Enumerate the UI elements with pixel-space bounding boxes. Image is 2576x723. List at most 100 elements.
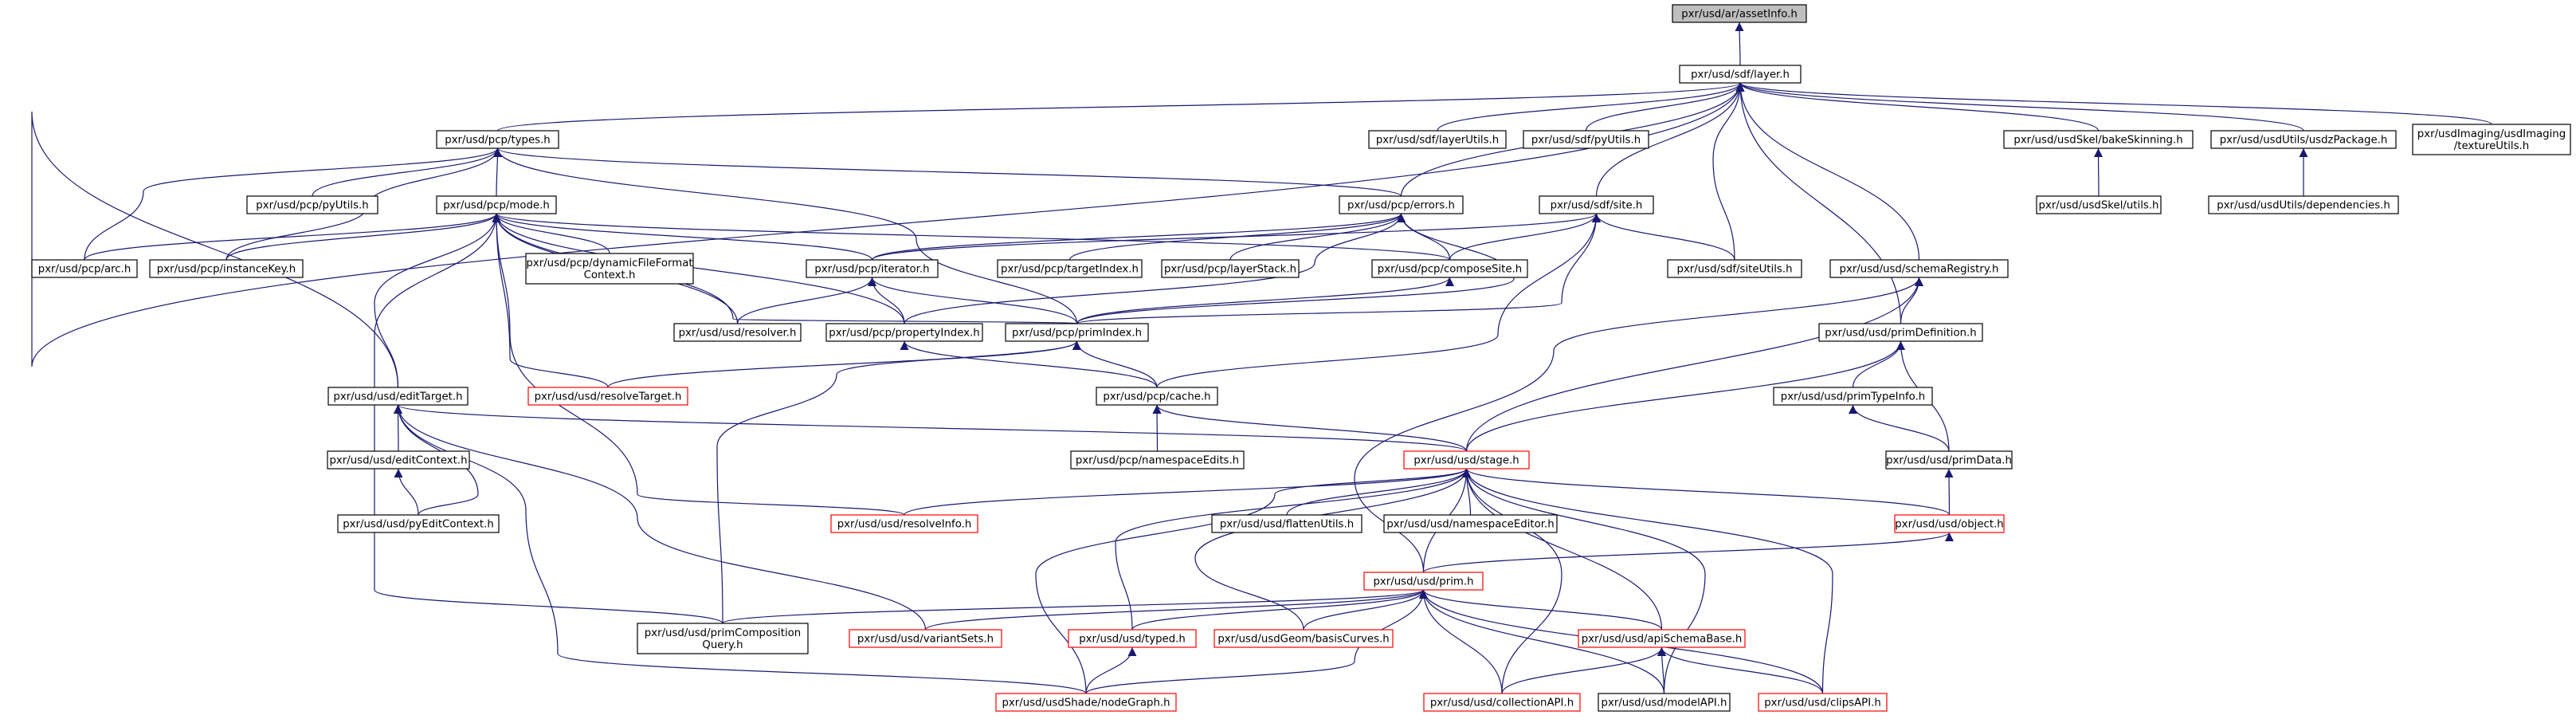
node-types[interactable]: pxr/usd/pcp/types.h bbox=[436, 130, 559, 149]
node-primIndex[interactable]: pxr/usd/pcp/primIndex.h bbox=[1005, 323, 1149, 342]
edge-basisCurves-to-prim bbox=[1303, 589, 1428, 631]
edge-stage-to-primDefinition bbox=[1465, 340, 1905, 452]
edge-cache-to-site bbox=[1156, 213, 1601, 388]
node-dependencies[interactable]: pxr/usd/usdUtils/dependencies.h bbox=[2208, 195, 2399, 214]
node-label: pxr/usd/usd/variantSets.h bbox=[857, 634, 994, 646]
node-box bbox=[1679, 65, 1802, 84]
edge-nodeGraph-to-editTarget bbox=[394, 404, 1087, 694]
node-bakeSkinning[interactable]: pxr/usd/usdSkel/bakeSkinning.h bbox=[2003, 130, 2194, 149]
node-label: pxr/usd/ar/assetInfo.h bbox=[1681, 9, 1798, 21]
edge-primIndex-to-composeSite bbox=[1076, 277, 1454, 324]
edge-cache-to-propertyIndex bbox=[900, 340, 1158, 388]
node-label: pxr/usd/usdSkel/utils.h bbox=[2039, 200, 2159, 212]
node-layer: pxr/usd/ar/assetInfo.h pxr/usd/sdf/layer.… bbox=[31, 4, 2571, 712]
node-resolveInfo[interactable]: pxr/usd/usd/resolveInfo.h bbox=[830, 514, 978, 533]
node-instanceKey[interactable]: pxr/usd/pcp/instanceKey.h bbox=[149, 259, 304, 278]
node-layer[interactable]: pxr/usd/sdf/layer.h bbox=[1679, 65, 1802, 84]
node-box bbox=[997, 259, 1143, 278]
node-stage[interactable]: pxr/usd/usd/stage.h bbox=[1403, 450, 1530, 470]
edge-pyEditContext-to-editContext bbox=[394, 468, 419, 516]
node-label: pxr/usd/usd/primData.h bbox=[1886, 455, 2012, 467]
node-primData[interactable]: pxr/usd/usd/primData.h bbox=[1885, 450, 2013, 470]
edge-namespaceEdits-to-cache bbox=[1152, 404, 1162, 452]
edge-layer-to-assetInfo bbox=[1735, 22, 1744, 66]
node-box bbox=[806, 259, 939, 278]
node-cache[interactable]: pxr/usd/pcp/cache.h bbox=[1096, 387, 1218, 406]
node-layerUtils[interactable]: pxr/usd/sdf/layerUtils.h bbox=[1368, 130, 1507, 149]
edge-composeSite-to-errors bbox=[1397, 213, 1451, 261]
node-schemaRegistry[interactable]: pxr/usd/usd/schemaRegistry.h bbox=[1829, 259, 2009, 278]
node-pyUtilsSdf[interactable]: pxr/usd/sdf/pyUtils.h bbox=[1523, 130, 1649, 149]
node-namespaceEditor[interactable]: pxr/usd/usd/namespaceEditor.h bbox=[1383, 514, 1558, 533]
node-primTypeInfo[interactable]: pxr/usd/usd/primTypeInfo.h bbox=[1773, 387, 1933, 406]
node-label: pxr/usd/usd/collectionAPI.h bbox=[1430, 697, 1574, 709]
node-iterator[interactable]: pxr/usd/pcp/iterator.h bbox=[806, 259, 939, 278]
node-layerStack[interactable]: pxr/usd/pcp/layerStack.h bbox=[1161, 259, 1300, 278]
node-namespaceEdits[interactable]: pxr/usd/pcp/namespaceEdits.h bbox=[1070, 450, 1245, 470]
node-targetIndex[interactable]: pxr/usd/pcp/targetIndex.h bbox=[997, 259, 1143, 278]
edge-flattenUtils-to-stage bbox=[1286, 468, 1471, 516]
edge-primComposition-to-primIndex bbox=[716, 340, 1081, 624]
node-box bbox=[1214, 629, 1394, 648]
edge-arc-to-types bbox=[84, 147, 502, 261]
node-flattenUtils[interactable]: pxr/usd/usd/flattenUtils.h bbox=[1211, 514, 1362, 533]
node-label: pxr/usd/pcp/arc.h bbox=[38, 264, 131, 276]
node-label: pxr/usd/usd/resolveInfo.h bbox=[837, 519, 972, 531]
edge-nodeGraph-to-prim bbox=[1085, 589, 1428, 694]
node-label: pxr/usd/pcp/errors.h bbox=[1347, 200, 1455, 212]
node-label: pxr/usd/usd/modelAPI.h bbox=[1602, 697, 1727, 709]
edge-composeSite-to-site bbox=[1449, 213, 1601, 261]
node-label: pxr/usd/pcp/mode.h bbox=[443, 200, 550, 212]
node-siteUtils[interactable]: pxr/usd/sdf/siteUtils.h bbox=[1667, 259, 1802, 278]
node-primDefinition[interactable]: pxr/usd/usd/primDefinition.h bbox=[1818, 323, 1983, 342]
node-typed[interactable]: pxr/usd/usd/typed.h bbox=[1068, 629, 1197, 648]
node-variantSets[interactable]: pxr/usd/usd/variantSets.h bbox=[849, 629, 1002, 648]
node-pyEditContext[interactable]: pxr/usd/usd/pyEditContext.h bbox=[337, 514, 500, 533]
node-collectionAPI[interactable]: pxr/usd/usd/collectionAPI.h bbox=[1423, 693, 1581, 712]
node-composeSite[interactable]: pxr/usd/pcp/composeSite.h bbox=[1371, 259, 1528, 278]
node-mode[interactable]: pxr/usd/pcp/mode.h bbox=[436, 195, 557, 214]
node-box bbox=[2003, 130, 2194, 149]
node-pyUtilsPcp[interactable]: pxr/usd/pcp/pyUtils.h bbox=[246, 195, 378, 214]
edge-site-to-layer bbox=[1595, 82, 1745, 197]
node-box bbox=[1523, 130, 1649, 149]
node-textureUtils[interactable]: pxr/usdImaging/usdImaging/textureUtils.h bbox=[2412, 124, 2571, 155]
node-editTarget[interactable]: pxr/usd/usd/editTarget.h bbox=[327, 387, 469, 406]
node-box bbox=[1096, 387, 1218, 406]
edge-iterator-to-mode bbox=[492, 213, 873, 261]
node-clipsAPI[interactable]: pxr/usd/usd/clipsAPI.h bbox=[1758, 693, 1888, 712]
node-skelUtils[interactable]: pxr/usd/usdSkel/utils.h bbox=[2036, 195, 2162, 214]
node-label: /textureUtils.h bbox=[2454, 140, 2529, 152]
node-resolveTarget[interactable]: pxr/usd/usd/resolveTarget.h bbox=[527, 387, 688, 406]
node-label: pxr/usd/usdUtils/usdzPackage.h bbox=[2220, 135, 2388, 147]
edge-primComposition-to-prim bbox=[722, 589, 1428, 624]
node-prim[interactable]: pxr/usd/usd/prim.h bbox=[1363, 572, 1484, 591]
node-box bbox=[2412, 124, 2571, 155]
node-errors[interactable]: pxr/usd/pcp/errors.h bbox=[1339, 195, 1464, 214]
node-object[interactable]: pxr/usd/usd/object.h bbox=[1894, 514, 2005, 533]
node-box bbox=[1070, 450, 1245, 470]
edge-primIndex-to-errors bbox=[1076, 213, 1515, 324]
edge-siteUtils-to-layer bbox=[1712, 82, 1745, 261]
node-basisCurves[interactable]: pxr/usd/usdGeom/basisCurves.h bbox=[1214, 629, 1394, 648]
node-label: pxr/usd/usd/primComposition bbox=[645, 627, 801, 639]
node-arc[interactable]: pxr/usd/pcp/arc.h bbox=[31, 259, 138, 278]
node-resolver[interactable]: pxr/usd/usd/resolver.h bbox=[673, 323, 802, 342]
node-modelAPI[interactable]: pxr/usd/usd/modelAPI.h bbox=[1598, 693, 1731, 712]
node-site[interactable]: pxr/usd/sdf/site.h bbox=[1539, 195, 1654, 214]
node-box bbox=[327, 387, 469, 406]
node-label: pxr/usd/usd/object.h bbox=[1895, 519, 2003, 531]
node-box bbox=[1829, 259, 2009, 278]
node-label: pxr/usd/usd/resolveTarget.h bbox=[535, 391, 682, 403]
node-apiSchemaBase[interactable]: pxr/usd/usd/apiSchemaBase.h bbox=[1578, 629, 1746, 648]
edge-primData-to-primTypeInfo bbox=[1849, 404, 1950, 452]
node-usdzPackage[interactable]: pxr/usd/usdUtils/usdzPackage.h bbox=[2210, 130, 2397, 149]
node-label: pxr/usd/sdf/siteUtils.h bbox=[1677, 264, 1793, 276]
node-editContext[interactable]: pxr/usd/usd/editContext.h bbox=[327, 450, 470, 470]
edge-schemaRegistry-to-layer bbox=[1735, 82, 1920, 261]
node-nodeGraph[interactable]: pxr/usd/usdShade/nodeGraph.h bbox=[995, 693, 1177, 712]
edge-layer bbox=[31, 22, 2492, 694]
node-propertyIndex[interactable]: pxr/usd/pcp/propertyIndex.h bbox=[825, 323, 983, 342]
